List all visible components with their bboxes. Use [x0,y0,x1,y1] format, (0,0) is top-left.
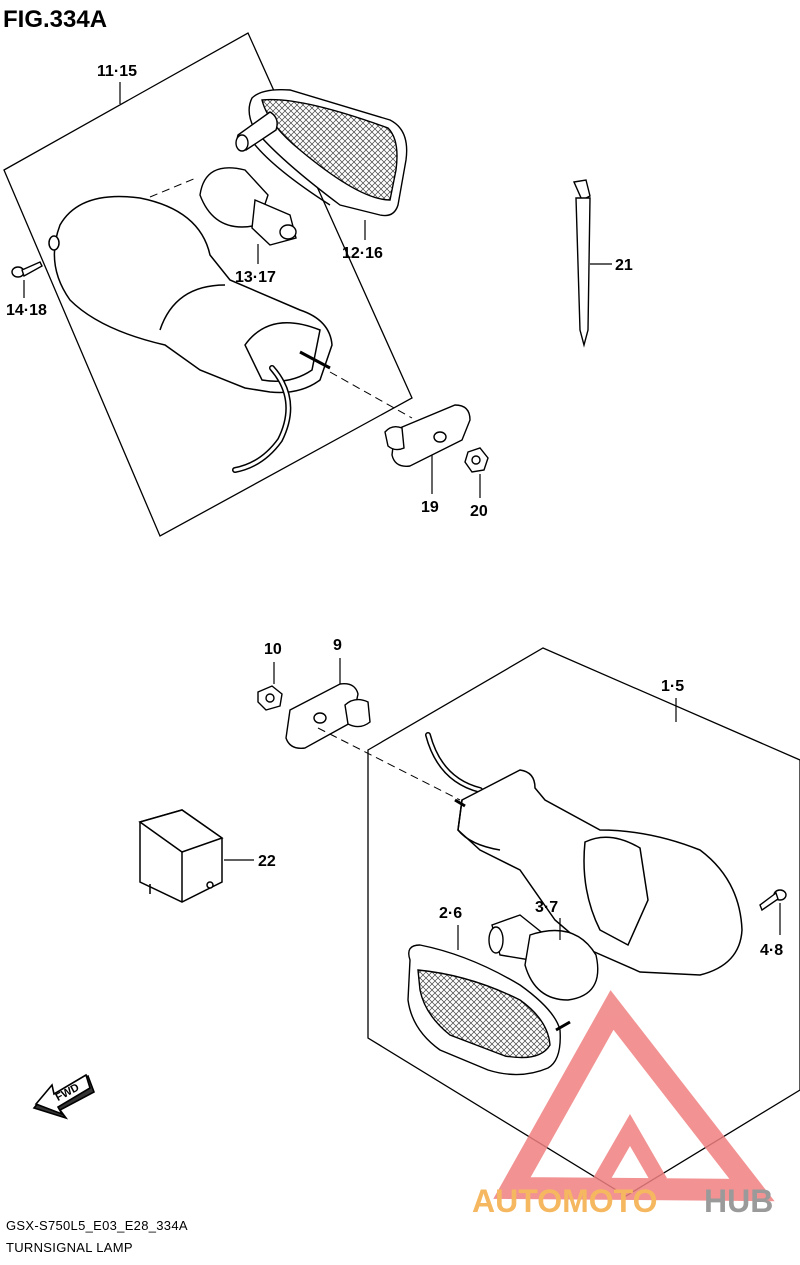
screw-4-8 [759,889,787,912]
gasket-9 [285,683,371,749]
upper-bulb [199,167,297,246]
callout-19[interactable]: 19 [421,499,439,516]
upper-assembly-box [3,32,413,537]
nut-10 [257,685,283,711]
nut-20 [464,447,489,473]
fwd-arrow-icon [32,1073,95,1120]
cable-tie-21 [572,179,591,348]
callout-1-5[interactable]: 1·5 [661,678,684,695]
watermark-text-1: AUTOMOTO [472,1183,657,1219]
callout-22[interactable]: 22 [258,853,276,870]
upper-housing [48,195,333,394]
callout-3-7[interactable]: 3·7 [535,899,558,916]
callout-10[interactable]: 10 [264,641,282,658]
figure-code: GSX-S750L5_E03_E28_334A [6,1218,188,1233]
figure-title: FIG.334A [3,6,107,33]
watermark-text-2: HUB [704,1183,773,1219]
lower-lens [407,944,571,1076]
upper-socket-stub [235,111,278,152]
watermark-logo [493,990,775,1202]
callout-20[interactable]: 20 [470,503,488,520]
lower-bulb [488,914,599,1001]
callout-11-15[interactable]: 11·15 [97,63,137,80]
gasket-19 [384,404,471,467]
lower-housing [454,769,743,976]
callout-2-6[interactable]: 2·6 [439,905,462,922]
callout-4-8[interactable]: 4·8 [760,942,783,959]
screw-14-18 [11,261,43,278]
callout-9[interactable]: 9 [333,637,342,654]
callout-13-17[interactable]: 13·17 [235,269,276,286]
upper-lens [244,88,408,217]
lower-assembly-box [367,647,800,1197]
callout-12-16[interactable]: 12·16 [342,245,383,262]
relay-22 [138,809,224,903]
figure-name: TURNSIGNAL LAMP [6,1240,133,1255]
callout-21[interactable]: 21 [615,257,633,274]
callout-14-18[interactable]: 14·18 [6,302,47,319]
